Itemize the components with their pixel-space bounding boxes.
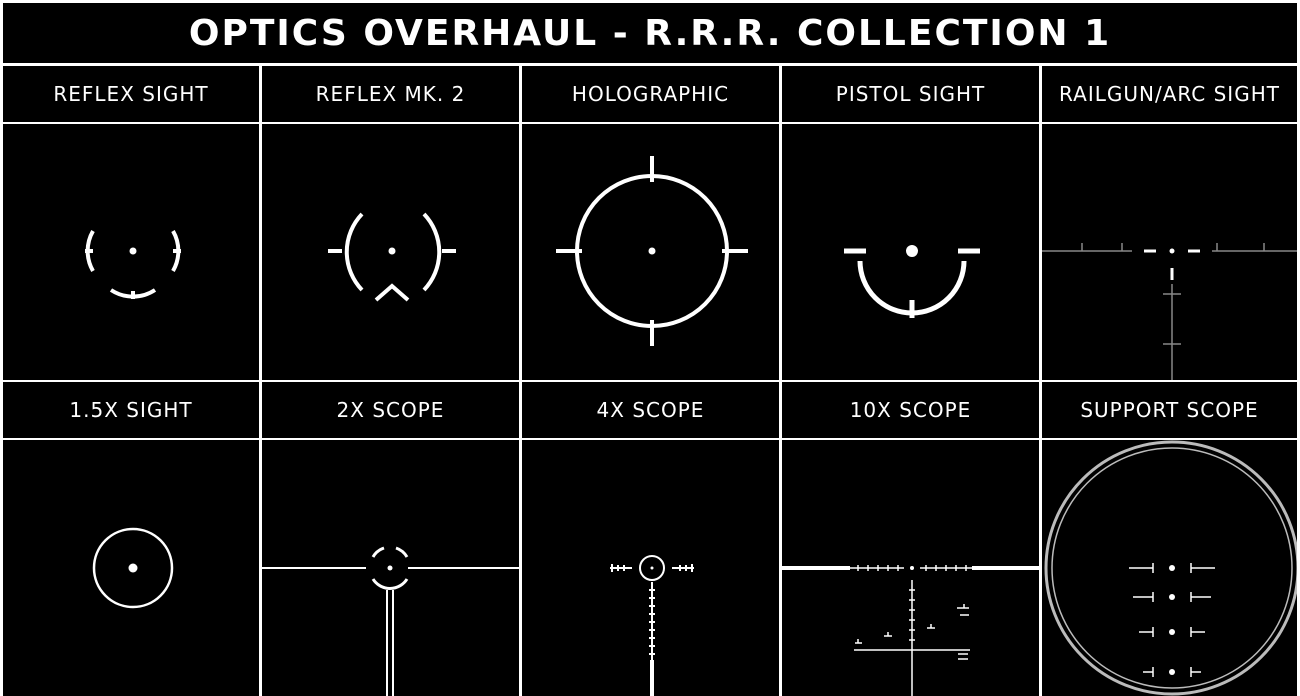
label-reflex-sight: REFLEX SIGHT bbox=[53, 82, 209, 106]
label-1-5x-sight: 1.5x SIGHT bbox=[69, 398, 193, 422]
reflex-sight-reticle-icon bbox=[85, 230, 181, 299]
2x-scope-reticle-icon bbox=[262, 546, 519, 696]
optics-grid: REFLEX SIGHT REFLEX MK. 2 HOLOGRAPHIC PI… bbox=[3, 66, 1297, 696]
holographic-reticle-icon bbox=[556, 156, 748, 346]
page-title: OPTICS OVERHAUL - R.R.R. COLLECTION 1 bbox=[188, 12, 1112, 54]
label-4x-scope: 4x SCOPE bbox=[596, 398, 705, 422]
reflex-mk2-reticle-icon bbox=[328, 212, 456, 302]
pistol-sight-reticle-icon bbox=[844, 245, 980, 318]
10x-scope-reticle-icon bbox=[782, 565, 1039, 696]
grid-divider bbox=[3, 122, 1297, 124]
grid-divider bbox=[3, 438, 1297, 440]
grid-divider bbox=[3, 380, 1297, 382]
title-bar: OPTICS OVERHAUL - R.R.R. COLLECTION 1 bbox=[3, 3, 1297, 66]
label-support-scope: SUPPORT SCOPE bbox=[1080, 398, 1259, 422]
label-10x-scope: 10x SCOPE bbox=[849, 398, 972, 422]
railgun-arc-reticle-icon bbox=[1042, 243, 1297, 380]
1-5x-sight-reticle-icon bbox=[92, 527, 174, 609]
4x-scope-reticle-icon bbox=[610, 555, 694, 696]
label-2x-scope: 2x SCOPE bbox=[336, 398, 445, 422]
label-reflex-mk2: REFLEX MK. 2 bbox=[315, 82, 466, 106]
label-holographic: HOLOGRAPHIC bbox=[571, 82, 730, 106]
support-scope-reticle-icon bbox=[1044, 440, 1297, 696]
label-pistol-sight: PISTOL SIGHT bbox=[835, 82, 986, 106]
label-railgun-arc-sight: RAILGUN/ARC SIGHT bbox=[1059, 82, 1280, 106]
